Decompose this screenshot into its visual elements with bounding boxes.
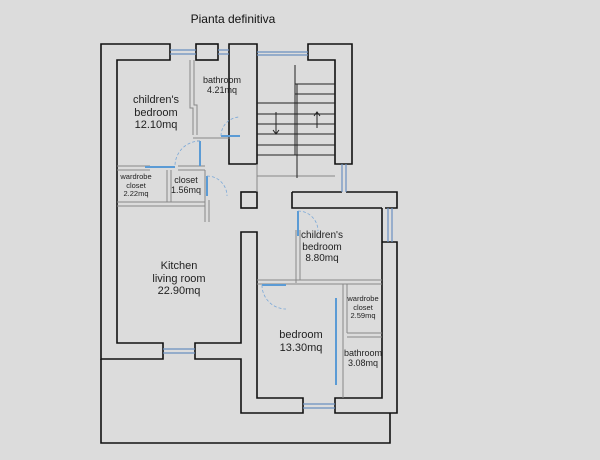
room-label: children's [132, 94, 180, 106]
room-area: 8.80mq [305, 253, 339, 264]
room-label: bedroom [134, 106, 178, 119]
room-label: closet [126, 180, 146, 190]
room-label: bedroom [279, 329, 323, 341]
doors [145, 135, 337, 385]
room-kitchen-living-room: Kitchen living room 22.90mq [152, 260, 205, 298]
room-bathroom-1: bathroom 4.21mq [203, 75, 241, 96]
room-closet: closet 1.56mq [171, 175, 201, 196]
room-area: 3.08mq [347, 358, 379, 369]
room-label: closet [174, 175, 198, 185]
room-childrens-bedroom-1: children's bedroom 12.10mq [133, 94, 179, 132]
plan-title: Pianta definitiva [190, 12, 276, 26]
room-area: 12.10mq [134, 119, 178, 132]
pillar-mid [240, 191, 258, 209]
wall-stair-left [228, 43, 258, 165]
room-bedroom: bedroom 13.30mq [279, 329, 322, 354]
room-childrens-bedroom-2: children's bedroom 8.80mq [301, 230, 343, 265]
courtyard-outline [100, 359, 391, 444]
room-bathroom-2: bathroom 3.08mq [344, 348, 382, 369]
room-label: bedroom [302, 241, 342, 253]
door-swings [174, 116, 319, 310]
room-area: 2.59mq [350, 311, 376, 321]
room-label: wardrobe [347, 294, 379, 303]
room-wardrobe-closet-1: wardrobe closet 2.22mq [120, 172, 152, 199]
exterior-walls [100, 43, 398, 444]
wall-stair-right [307, 43, 353, 165]
room-label: wardrobe [120, 172, 152, 181]
wall-right-upper [291, 191, 398, 209]
room-wardrobe-closet-2: wardrobe closet 2.59mq [347, 294, 379, 321]
stairs [257, 65, 335, 178]
room-area: 22.90mq [157, 285, 201, 298]
room-label: bathroom [343, 348, 383, 358]
wall-left [100, 43, 171, 360]
partitions [117, 60, 382, 398]
room-area: 2.22mq [123, 189, 149, 199]
room-label: children's [301, 230, 343, 241]
pillar-top [195, 43, 219, 61]
room-area: 1.56mq [170, 185, 202, 196]
room-label: bathroom [202, 75, 242, 85]
wall-right [334, 208, 398, 414]
wall-kitchen-right [194, 231, 304, 414]
room-area: 4.21mq [206, 85, 238, 96]
room-label: Kitchen [160, 260, 198, 272]
room-label: closet [353, 302, 373, 312]
room-area: 13.30mq [279, 341, 323, 354]
room-label: living room [152, 272, 206, 285]
windows [163, 49, 393, 409]
